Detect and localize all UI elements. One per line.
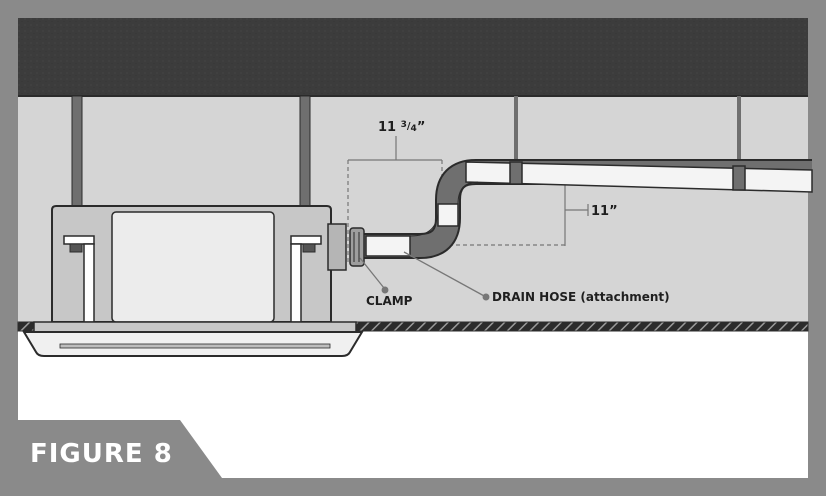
dimension-horizontal-inch-mark: ” xyxy=(417,120,426,135)
dimension-vertical-label: 11” xyxy=(591,204,618,219)
drain-pipe-run xyxy=(465,161,813,193)
ceiling-board xyxy=(17,321,809,332)
dimension-horizontal-numerator: 3 xyxy=(401,120,407,130)
dimension-horizontal-label: 11 3/4” xyxy=(378,120,425,135)
clamp-label: CLAMP xyxy=(366,294,413,308)
drain-pipe xyxy=(352,159,813,259)
drain-hose-segment xyxy=(365,235,411,257)
dimension-horizontal-denominator: 4 xyxy=(411,124,417,134)
cassette-grille xyxy=(22,321,364,357)
drain-outlet xyxy=(327,223,347,271)
unit-front-panel xyxy=(111,211,275,323)
figure-label: FIGURE 8 xyxy=(30,439,173,469)
callout-leaders xyxy=(359,251,490,301)
clamp xyxy=(349,227,365,267)
ceiling-slab xyxy=(18,18,808,96)
cassette-unit xyxy=(51,205,347,323)
dimension-horizontal-whole: 11 xyxy=(378,120,396,135)
figure-tab xyxy=(18,420,222,478)
drain-hose-label: DRAIN HOSE (attachment) xyxy=(492,290,670,304)
